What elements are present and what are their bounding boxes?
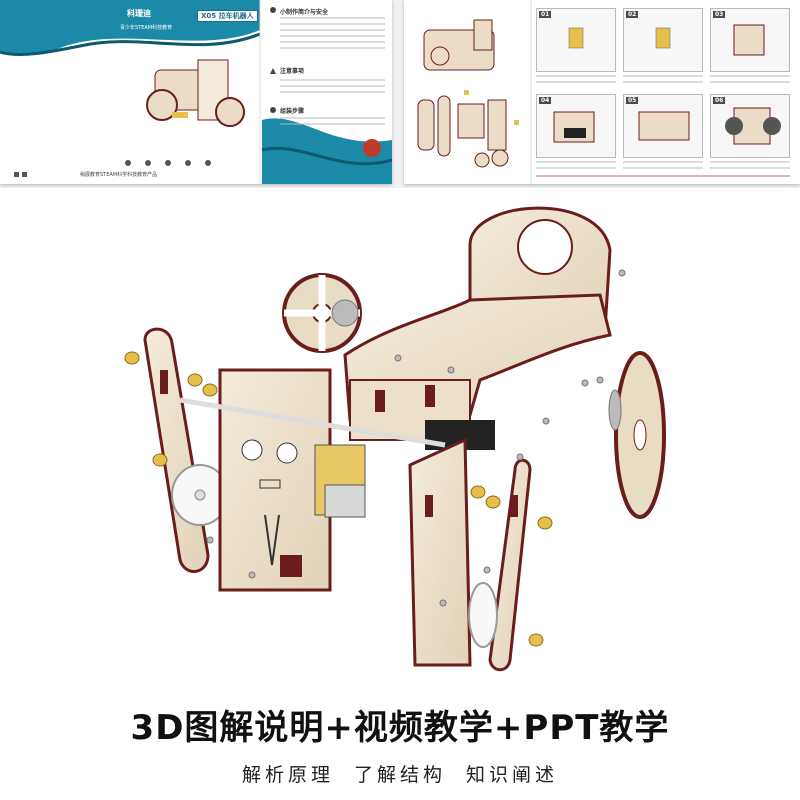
brass-bushings <box>124 351 553 647</box>
step-box-1: 01 <box>536 8 616 72</box>
step-number: 02 <box>626 11 639 18</box>
rear-left-wheel <box>282 273 362 353</box>
step-number: 05 <box>626 97 639 104</box>
axle-rod <box>179 397 446 448</box>
left-arm-panel <box>143 327 210 573</box>
side-frame-panel <box>343 293 612 441</box>
subheadline: 解析原理 了解结构 知识阐述 <box>241 764 559 786</box>
screws <box>206 269 626 607</box>
step-box-6: 06 <box>710 94 790 158</box>
cover-wave-graphic <box>0 0 392 184</box>
manual-brand: 科珊迪 <box>127 9 151 18</box>
right-pulley-wheel <box>468 582 498 648</box>
step-box-2: 02 <box>623 8 703 72</box>
manual-cover-page: 科珊迪 青少年STEAM科技教育 X05 拉车机器人 小制作简介与安全 注意事项… <box>0 0 392 184</box>
front-right-wheel <box>608 351 666 519</box>
step-box-4: 04 <box>536 94 616 158</box>
manual-steps-page: 01 02 03 04 05 06 <box>404 0 800 184</box>
section-steps: 组装步骤 <box>280 108 305 115</box>
right-arm-panel <box>488 458 532 672</box>
step-number: 03 <box>713 11 726 18</box>
section-notes: 注意事项 <box>280 68 305 75</box>
step-number: 01 <box>539 11 552 18</box>
model-badge: X05 拉车机器人 <box>197 10 258 22</box>
step-box-5: 05 <box>623 94 703 158</box>
step-number: 06 <box>713 97 726 104</box>
step-number: 04 <box>539 97 552 104</box>
headline: 3D图解说明+视频教学+PPT教学 <box>130 708 670 748</box>
robot-body-panel <box>218 368 332 592</box>
manual-footer: 稍展教育STEAM科学科技教育产品 <box>80 172 158 178</box>
exploded-robot-illustration <box>124 206 666 672</box>
parts-layout-graphic <box>417 0 532 184</box>
section-intro: 小制作简介与安全 <box>280 9 329 16</box>
gear-motor <box>314 444 366 518</box>
step-box-3: 03 <box>710 8 790 72</box>
right-leg-panel <box>408 437 472 667</box>
manual-subtitle: 青少年STEAM科技教育 <box>120 25 173 31</box>
